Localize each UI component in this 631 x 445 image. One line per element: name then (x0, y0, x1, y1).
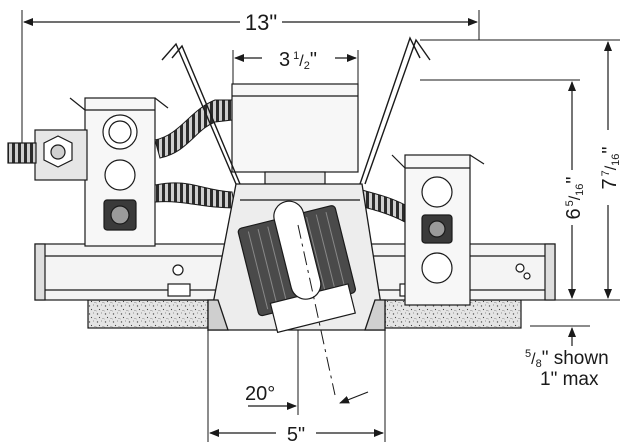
adjustable-lamp-module (237, 200, 357, 334)
left-junction-box (7, 97, 169, 247)
aperture-width-label: 5" (287, 424, 305, 445)
overall-width-label: 13" (245, 10, 277, 35)
ceiling-thickness-max-label: 1" max (540, 369, 599, 390)
height-b-den: 16 (610, 154, 622, 166)
junction-box-width-frac-num: 1 (293, 50, 299, 62)
height-a-whole: 6 (563, 208, 585, 219)
height-a-num: 5 (564, 200, 576, 206)
aiming-centerline (297, 224, 336, 396)
ceiling-num: 5 (525, 348, 531, 360)
height-a-unit: " (563, 176, 585, 183)
height-b-unit: " (599, 146, 621, 153)
ceiling-den: 8 (536, 358, 542, 370)
ceiling-shown: " shown (542, 348, 609, 369)
height-a-den: 16 (574, 184, 586, 196)
tilt-angle-label: 20° (245, 383, 275, 405)
height-b-num: 7 (600, 170, 612, 176)
junction-box-width-unit: " (310, 49, 317, 71)
junction-box-width-frac-den: 2 (304, 60, 310, 72)
center-junction-box (231, 83, 359, 185)
junction-box-width-whole: 3 (279, 49, 290, 71)
height-b-label: 77/16" (599, 146, 622, 189)
right-junction-box (391, 154, 485, 306)
height-a-label: 65/16" (563, 176, 586, 219)
ceiling-thickness-shown-label: 5/8" shown (525, 348, 609, 370)
flex-conduits (154, 99, 406, 223)
dimension-lines (23, 18, 612, 437)
spring-clips (161, 36, 431, 185)
height-b-whole: 7 (599, 178, 621, 189)
